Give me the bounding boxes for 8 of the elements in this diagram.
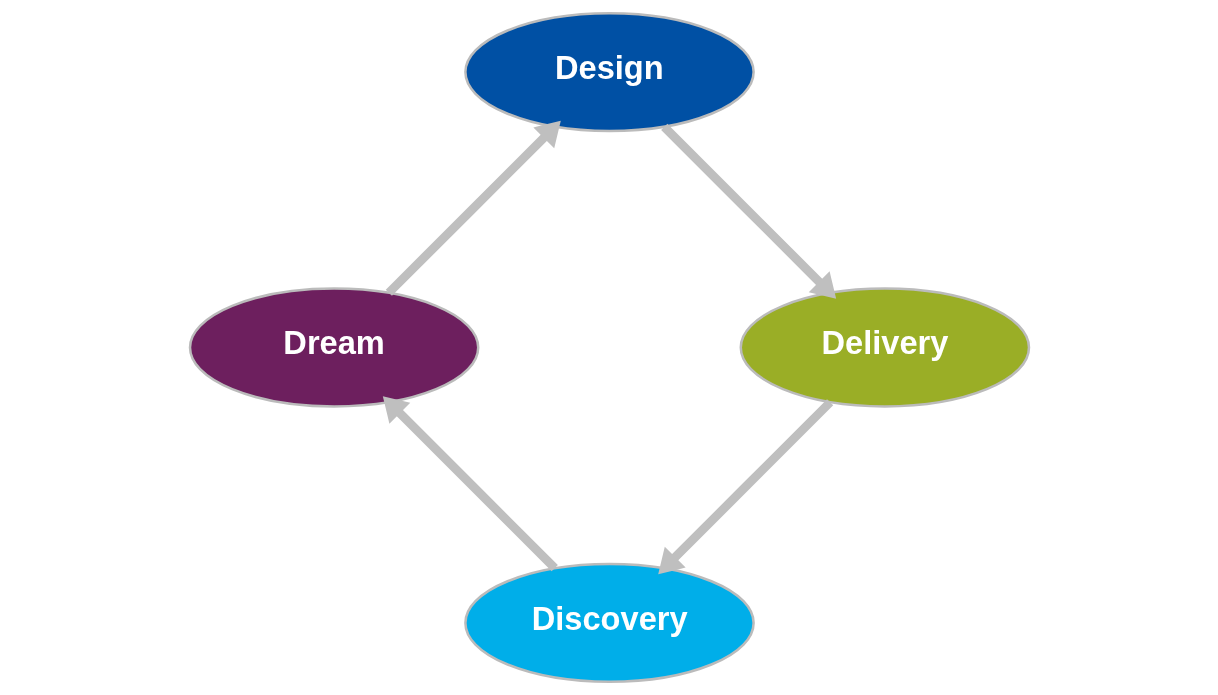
arrow [660, 123, 836, 299]
arrow [385, 120, 561, 296]
node-ellipse: Discovery [463, 562, 755, 684]
node-ellipse: Delivery [739, 287, 1030, 408]
arrow [382, 396, 558, 572]
node-ellipse: Dream [188, 287, 479, 408]
node-ellipse: Design [463, 11, 755, 133]
arrow [657, 399, 833, 575]
